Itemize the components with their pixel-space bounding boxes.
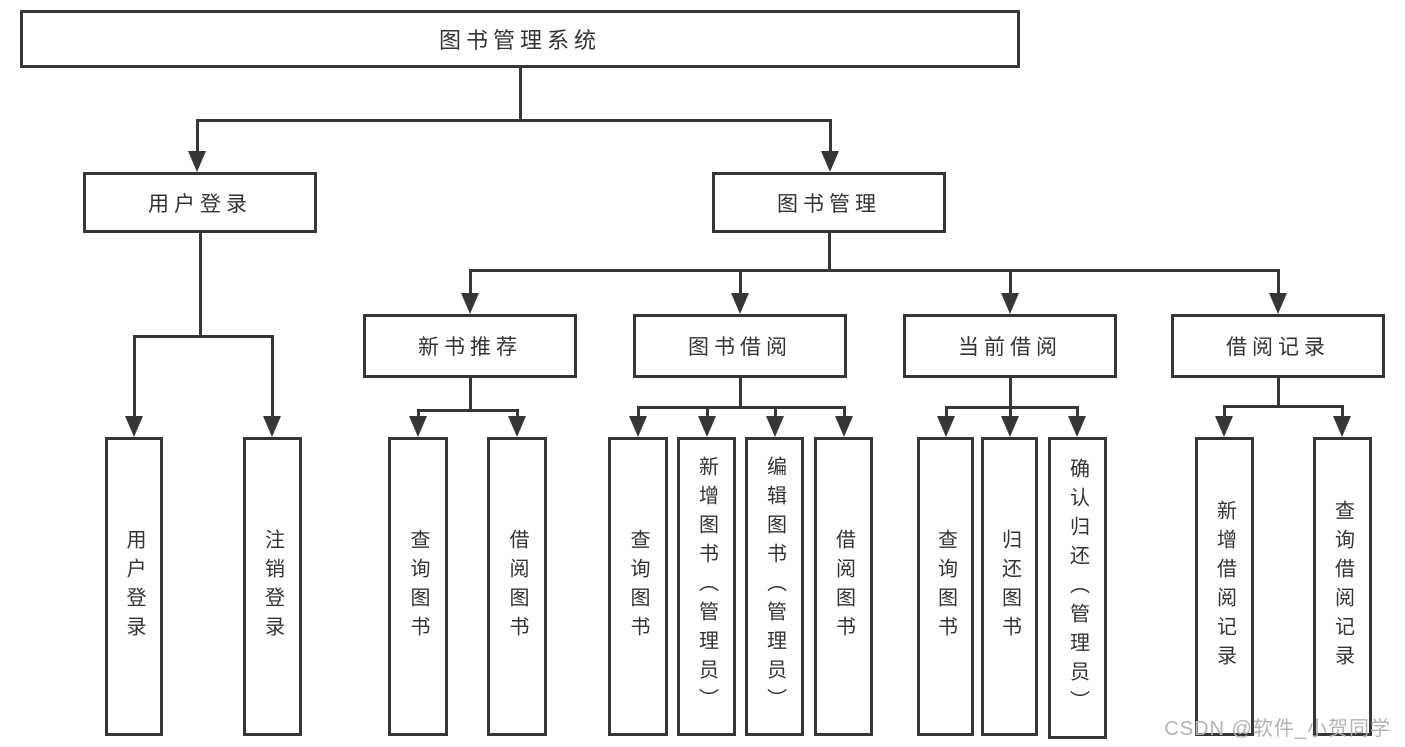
node-book-management: 图书管理 xyxy=(712,172,946,233)
connector-drop xyxy=(416,409,420,419)
node-label: 图书借阅 xyxy=(688,336,792,359)
connector-rail xyxy=(417,409,519,412)
leaf-borrow-books-1: 借阅图书 xyxy=(487,437,547,736)
arrowhead-down-icon xyxy=(1269,293,1287,314)
leaf-logout: 注销登录 xyxy=(243,437,302,736)
connector-stem xyxy=(518,68,522,121)
node-borrow-records: 借阅记录 xyxy=(1171,314,1385,378)
connector-drop xyxy=(1075,406,1079,419)
arrowhead-down-icon xyxy=(629,416,647,437)
node-label: 注销登录 xyxy=(261,528,284,645)
connector-drop xyxy=(468,269,472,296)
node-label: 查询图书 xyxy=(934,528,957,645)
arrowhead-down-icon xyxy=(821,151,839,172)
leaf-query-books-2: 查询图书 xyxy=(608,437,668,736)
node-label: 用户登录 xyxy=(148,192,252,216)
node-label: 新增借阅记录 xyxy=(1213,499,1236,674)
connector-rail xyxy=(637,406,845,409)
arrowhead-down-icon xyxy=(937,416,955,437)
leaf-query-books-1: 查询图书 xyxy=(388,437,448,736)
node-label: 借阅图书 xyxy=(506,528,528,645)
arrowhead-down-icon xyxy=(508,416,526,437)
arrowhead-down-icon xyxy=(188,151,206,172)
connector-stem xyxy=(827,233,831,272)
node-label: 编辑图书（管理员） xyxy=(763,456,786,717)
arrowhead-down-icon xyxy=(766,416,784,437)
connector-drop xyxy=(944,406,948,419)
leaf-add-borrow-record: 新增借阅记录 xyxy=(1195,437,1254,736)
connector-stem xyxy=(468,378,472,412)
node-label: 新书推荐 xyxy=(418,336,522,359)
arrowhead-down-icon xyxy=(1068,416,1086,437)
arrowhead-down-icon xyxy=(731,293,749,314)
connector-drop xyxy=(828,119,832,154)
connector-drop xyxy=(1008,406,1012,419)
arrowhead-down-icon xyxy=(1333,416,1351,437)
node-root: 图书管理系统 xyxy=(20,10,1020,68)
node-label: 查询借阅记录 xyxy=(1331,499,1354,674)
csdn-watermark: CSDN @软件_小贺同学 xyxy=(1164,718,1391,740)
connector-rail xyxy=(196,119,832,122)
connector-drop xyxy=(636,406,640,419)
connector-drop xyxy=(738,269,742,296)
connector-drop xyxy=(842,406,846,419)
node-label: 借阅记录 xyxy=(1226,336,1330,359)
connector-drop xyxy=(705,406,709,419)
node-label: 图书管理 xyxy=(777,192,881,216)
connector-stem xyxy=(738,378,742,409)
leaf-user-login: 用户登录 xyxy=(105,437,163,736)
arrowhead-down-icon xyxy=(263,416,281,437)
leaf-return-books: 归还图书 xyxy=(981,437,1038,736)
connector-stem xyxy=(1008,378,1012,409)
leaf-confirm-return-admin: 确认归还（管理员） xyxy=(1048,437,1107,739)
arrowhead-down-icon xyxy=(125,416,143,437)
node-label: 借阅图书 xyxy=(832,528,855,645)
node-current-borrow: 当前借阅 xyxy=(903,314,1117,378)
node-user-login: 用户登录 xyxy=(83,172,317,233)
node-label: 用户登录 xyxy=(123,528,145,645)
arrowhead-down-icon xyxy=(835,416,853,437)
node-label: 确认归还（管理员） xyxy=(1066,457,1089,719)
node-label: 查询图书 xyxy=(407,528,429,645)
connector-rail xyxy=(469,269,1280,272)
connector-stem xyxy=(198,233,202,338)
connector-rail xyxy=(945,406,1079,409)
connector-rail xyxy=(133,335,274,338)
leaf-edit-books-admin: 编辑图书（管理员） xyxy=(745,437,804,736)
node-label: 当前借阅 xyxy=(958,336,1062,359)
arrowhead-down-icon xyxy=(409,416,427,437)
connector-rail xyxy=(1223,405,1344,408)
arrowhead-down-icon xyxy=(698,416,716,437)
node-new-book-recommend: 新书推荐 xyxy=(363,314,577,378)
leaf-borrow-books-2: 借阅图书 xyxy=(814,437,873,736)
connector-drop xyxy=(195,119,199,154)
connector-drop xyxy=(515,409,519,419)
node-book-borrow: 图书借阅 xyxy=(633,314,847,378)
node-root-label: 图书管理系统 xyxy=(438,28,601,53)
node-label: 查询图书 xyxy=(627,528,649,645)
connector-drop xyxy=(1222,405,1226,419)
arrowhead-down-icon xyxy=(461,293,479,314)
arrowhead-down-icon xyxy=(1215,416,1233,437)
connector-drop xyxy=(1276,269,1280,296)
connector-drop xyxy=(1340,405,1344,419)
connector-drop xyxy=(132,335,136,419)
leaf-query-books-3: 查询图书 xyxy=(917,437,974,736)
connector-drop xyxy=(1008,269,1012,296)
arrowhead-down-icon xyxy=(1001,293,1019,314)
node-label: 归还图书 xyxy=(998,528,1021,645)
connector-drop xyxy=(270,335,274,419)
connector-drop xyxy=(773,406,777,419)
node-label: 新增图书（管理员） xyxy=(695,456,718,717)
connector-stem xyxy=(1276,378,1280,408)
leaf-query-borrow-record: 查询借阅记录 xyxy=(1313,437,1372,736)
arrowhead-down-icon xyxy=(1001,416,1019,437)
leaf-add-books-admin: 新增图书（管理员） xyxy=(677,437,736,736)
